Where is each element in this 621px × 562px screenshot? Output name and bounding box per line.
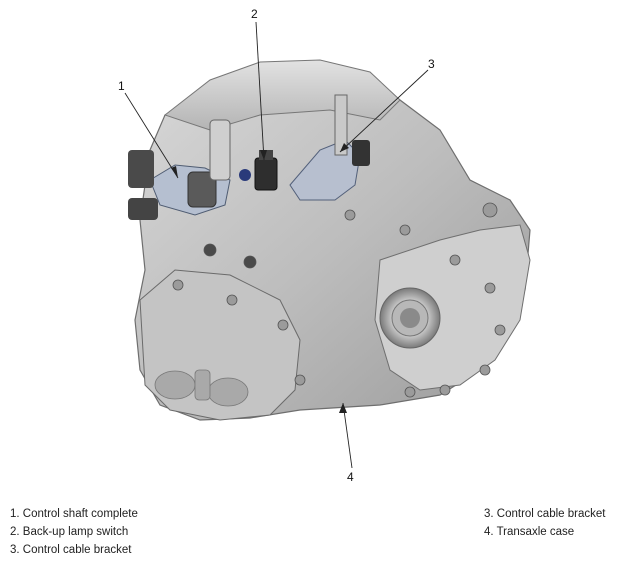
legend-item: 3. Control cable bracket: [10, 544, 132, 556]
case-bolts: [172, 202, 506, 398]
housing-ribs: [154, 369, 249, 407]
output-bearing: [379, 287, 441, 349]
transaxle-diagram: 1 2 3 4: [118, 7, 531, 484]
control-cable-bracket: [289, 94, 370, 201]
back-up-lamp-switch: [254, 150, 278, 191]
leader-lines: [124, 21, 429, 469]
callout-4: 4: [347, 470, 354, 484]
legend-right-column: 3. Control cable bracket 4. Transaxle ca…: [484, 505, 605, 541]
legend-item: 4. Transaxle case: [484, 526, 575, 538]
legend-item: 1. Control shaft complete: [10, 508, 138, 520]
side-housing: [374, 224, 531, 391]
parts-legend: 1. Control shaft complete 2. Back-up lam…: [0, 505, 621, 560]
callout-1: 1: [118, 79, 125, 93]
legend-item: 2. Back-up lamp switch: [10, 526, 129, 538]
legend-item: 3. Control cable bracket: [484, 508, 606, 520]
arrowheads: [171, 143, 349, 413]
upper-housing: [163, 59, 401, 131]
callout-3: 3: [428, 57, 435, 71]
control-shaft-assembly: [128, 119, 251, 220]
legend-left-column: 1. Control shaft complete 2. Back-up lam…: [10, 505, 138, 559]
transaxle-illustration: 1 2 3 4: [118, 7, 531, 484]
callout-2: 2: [251, 7, 258, 21]
